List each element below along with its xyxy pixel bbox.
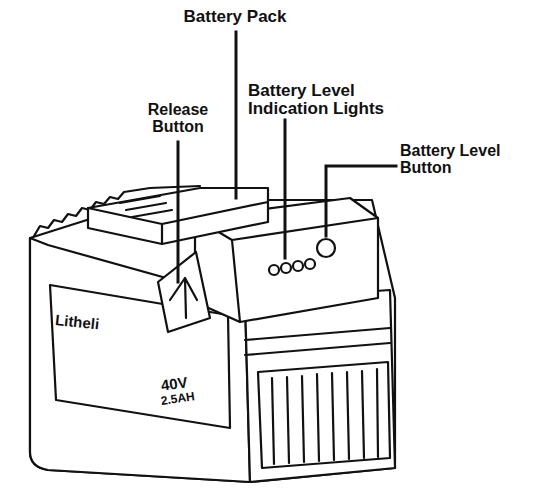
level-button <box>317 239 335 257</box>
release-arrow <box>170 278 197 318</box>
end-face <box>245 290 395 482</box>
vent-ribs <box>272 369 378 464</box>
indicator-lights <box>269 259 315 275</box>
release-button <box>158 252 210 332</box>
leader-line <box>284 120 287 258</box>
leader-line <box>177 142 180 282</box>
part-label: Battery Pack <box>160 8 310 26</box>
part-label: Release Button <box>135 102 221 136</box>
step-ledge <box>245 328 390 355</box>
rib-panel <box>258 362 390 468</box>
latch-slots <box>120 196 172 217</box>
part-label: Battery Level Indication Lights <box>248 82 433 118</box>
part-label: Battery Level Button <box>400 143 530 177</box>
leader-line <box>235 32 238 198</box>
leader-line <box>326 166 396 236</box>
